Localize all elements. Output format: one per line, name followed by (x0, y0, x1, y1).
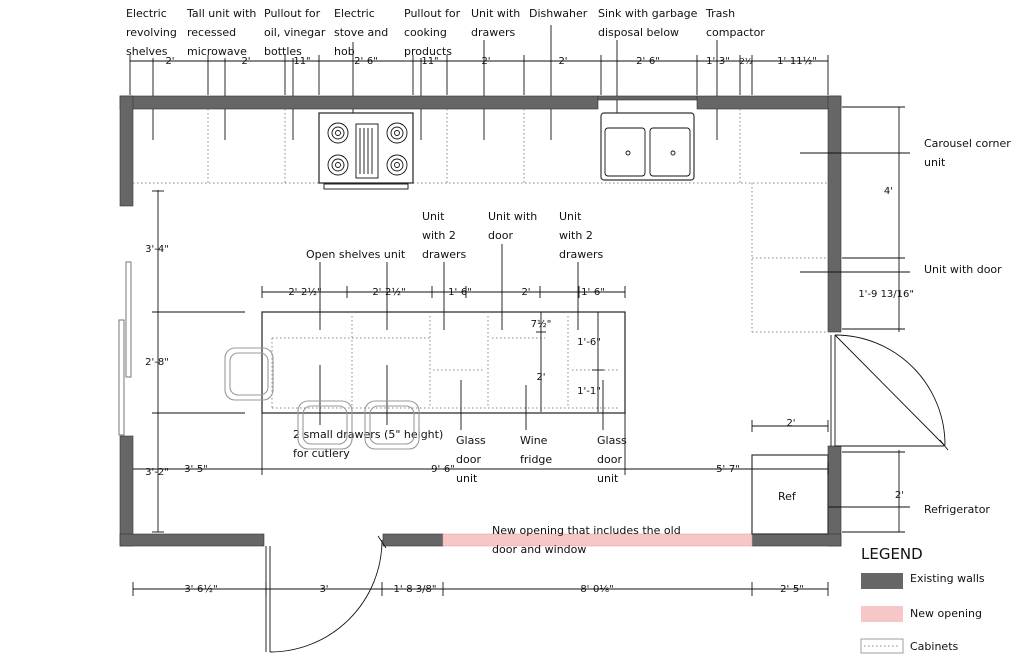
island-dim: 1'-6" (448, 287, 472, 298)
middle-dimension-line: 3'-5" 9'-6" 5'-7" (133, 413, 829, 475)
island-dim: 1'-6" (581, 287, 605, 298)
callout-dishwasher: Dishwaher (529, 7, 588, 20)
top-dim: 2' (481, 56, 490, 67)
ref-width-dim: 2' (786, 418, 795, 429)
legend-new-label: New opening (910, 607, 982, 620)
top-dimension-line: 2' 2' 11" 2'-6" 11" 2' 2' 2'-6" 1'-3" 2½… (129, 55, 829, 95)
mid-dim-c: 5'-7" (716, 464, 740, 475)
callout-small-drawers: 2 small drawers (5" height) for cutlery (293, 428, 447, 460)
bottom-dim: 3' (319, 584, 328, 595)
callout-glass-door-a: Glass door unit (456, 434, 489, 485)
bottom-dim: 3'-6½" (184, 583, 217, 595)
top-dim: 2' (558, 56, 567, 67)
bottom-door (265, 535, 387, 653)
mid-dim-a: 3'-5" (184, 464, 208, 475)
left-dim-b: 2'-8" (145, 357, 169, 368)
right-dimension-lines: 4' 1'-9 13/16" 2' (842, 106, 914, 533)
callout-pullout-oil-vinegar: Pullout for oil, vinegar bottles (264, 7, 329, 58)
bottom-dim: 2'-5" (780, 584, 804, 595)
top-dim: 2'-6" (636, 56, 660, 67)
island-leaders (319, 244, 604, 430)
bottom-dimension-line: 3'-6½" 3' 1'-8 3/8" 8'-0⅛" 2'-5" (132, 582, 829, 596)
left-dimension-line: 3'-4" 2'-8" 3'-2" (145, 190, 245, 533)
island-top-dimension-line: 2'-2½" 2'-2½" 1'-6" 2' 1'-6" (261, 286, 626, 298)
stools (224, 347, 420, 450)
legend-swatch-cabinets (860, 638, 904, 654)
legend-title: LEGEND (861, 545, 923, 563)
callout-sink: Sink with garbage disposal below (598, 7, 701, 39)
island-depth-d: 1'-1" (577, 386, 601, 397)
callout-glass-door-b: Glass door unit (597, 434, 630, 485)
island-dim: 2'-2½" (288, 286, 321, 298)
right-callouts: Carousel corner unit Unit with door Refr… (800, 137, 1014, 516)
callout-trash-compactor: Trash compactor (705, 7, 765, 39)
top-dim: 2½ (740, 57, 753, 66)
callout-unit-with-drawers: Unit with drawers (471, 7, 524, 39)
bottom-dim: 1'-8 3/8" (394, 584, 437, 595)
callout-unit-two-drawers-a: Unit with 2 drawers (422, 210, 467, 261)
island-callouts: Open shelves unit Unit with 2 drawers Un… (293, 210, 630, 485)
refrigerator: Ref 2' (751, 418, 829, 535)
callout-unit-with-door-island: Unit with door (488, 210, 541, 242)
island-depth-dims: 7½" 2' 1'-6" 1'-1" (531, 312, 604, 412)
island-depth-c: 1'-6" (577, 337, 601, 348)
stove-hob (318, 112, 414, 190)
island-depth-a: 7½" (531, 318, 552, 330)
mid-dim-b: 9'-6" (431, 464, 455, 475)
legend-existing-label: Existing walls (910, 572, 985, 585)
callout-tall-unit-microwave: Tall unit with recessed microwave (186, 7, 260, 58)
top-dim: 11" (421, 56, 438, 67)
callout-carousel-corner: Carousel corner unit (924, 137, 1014, 169)
callout-unit-with-door: Unit with door (924, 263, 1002, 276)
left-window (118, 261, 132, 436)
top-callouts: Electric revolving shelves Tall unit wit… (126, 7, 765, 58)
new-opening-label: New opening that includes the old door a… (492, 524, 684, 556)
island (261, 311, 626, 414)
top-dim: 11" (293, 56, 310, 67)
legend-swatch-existing (861, 573, 903, 589)
top-dim: 1'-3" (706, 56, 730, 67)
new-opening (442, 533, 753, 547)
sink (600, 112, 695, 181)
callout-electric-revolving-shelves: Electric revolving shelves (126, 7, 180, 58)
callout-wine-fridge: Wine fridge (520, 434, 552, 466)
right-dim-carousel: 4' (884, 186, 893, 197)
callout-pullout-cooking: Pullout for cooking products (404, 7, 464, 58)
ref-label: Ref (778, 490, 797, 503)
legend-swatch-new (861, 606, 903, 622)
callout-open-shelves: Open shelves unit (306, 248, 406, 261)
island-depth-b: 2' (536, 372, 545, 383)
right-dim-ref-depth: 2' (895, 490, 904, 501)
top-dim: 2' (165, 56, 174, 67)
left-dim-a: 3'-4" (145, 244, 169, 255)
top-dim: 1'-11½" (777, 55, 817, 67)
bottom-dim: 8'-0⅛" (580, 584, 613, 595)
left-dim-c: 3'-2" (145, 467, 169, 478)
legend: LEGEND Existing walls New opening Cabine… (860, 545, 985, 654)
island-dim: 2'-2½" (372, 286, 405, 298)
callout-unit-two-drawers-b: Unit with 2 drawers (559, 210, 604, 261)
right-door (830, 334, 949, 451)
island-dim: 2' (521, 287, 530, 298)
callout-refrigerator: Refrigerator (924, 503, 990, 516)
top-counter-cabinets (133, 109, 828, 333)
legend-cabinets-label: Cabinets (910, 640, 959, 653)
right-dim-unit-door: 1'-9 13/16" (858, 289, 914, 300)
callout-electric-stove-hob: Electric stove and hob (334, 7, 392, 58)
existing-walls (119, 95, 842, 547)
top-dim: 2'-6" (354, 56, 378, 67)
top-dim: 2' (241, 56, 250, 67)
